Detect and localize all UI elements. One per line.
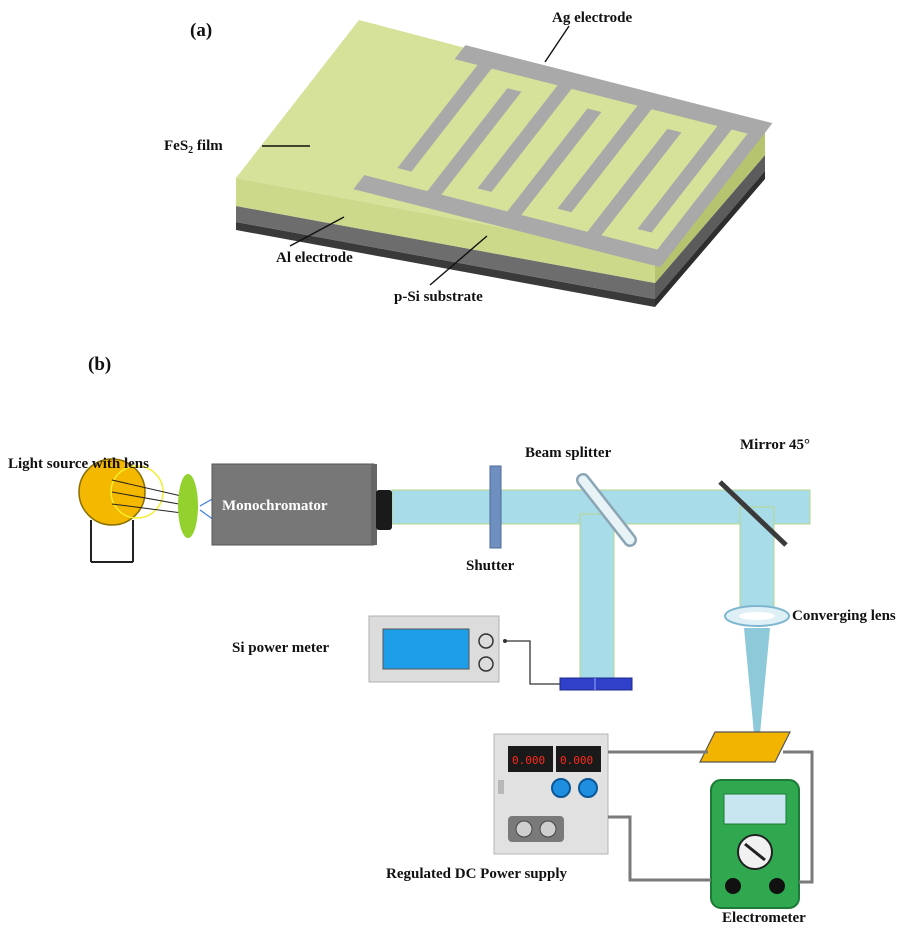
power-meter-detector <box>559 677 633 691</box>
panel-b-tag: (b) <box>88 354 111 375</box>
electrometer-port-left <box>725 878 741 894</box>
al-side <box>655 171 765 307</box>
dc-knob-left <box>551 778 571 798</box>
p-si-substrate-label: p-Si substrate <box>394 289 483 305</box>
monochromator: Monochromator <box>211 463 392 546</box>
dc-power-supply: 0.000 0.000 <box>493 733 609 855</box>
electrometer-screen <box>723 793 787 825</box>
converging-lens <box>724 605 790 627</box>
dc-knob-right <box>578 778 598 798</box>
power-meter-screen <box>382 628 470 670</box>
si-power-meter <box>368 615 560 685</box>
al-layer <box>236 222 655 307</box>
al-electrode-label: Al electrode <box>276 250 353 266</box>
substrate-layer <box>236 206 655 299</box>
ag-electrode-pattern <box>353 45 773 268</box>
fes2-film-label: FeS2 film <box>164 138 223 156</box>
si-power-meter-label: Si power meter <box>232 640 330 656</box>
power-meter-knob-bottom <box>478 656 494 672</box>
film-front-face <box>236 178 655 283</box>
converging-lens-label: Converging lens <box>792 608 896 624</box>
dc-power-supply-label: Regulated DC Power supply <box>386 866 567 882</box>
source-lens <box>178 474 198 538</box>
ag-electrode-label: Ag electrode <box>552 10 632 26</box>
wiring <box>608 750 814 884</box>
electrometer-label: Electrometer <box>722 910 806 926</box>
shutter-label: Shutter <box>466 558 515 574</box>
dc-display-right <box>556 746 601 772</box>
light-source-label: Light source with lens <box>8 456 149 472</box>
dc-display-right-value: 0.000 <box>560 754 593 767</box>
substrate-side <box>655 155 765 299</box>
sample-plate <box>699 731 791 763</box>
electrometer <box>710 779 800 909</box>
film-top <box>236 20 765 256</box>
mirror-45 <box>718 480 788 547</box>
dc-display-left <box>508 746 553 772</box>
panel-a-tag: (a) <box>190 20 212 41</box>
shutter <box>489 465 502 549</box>
power-meter-knob-top <box>478 633 494 649</box>
beam-splitter <box>576 473 637 547</box>
electrometer-port-right <box>769 878 785 894</box>
mirror-label: Mirror 45° <box>740 437 810 453</box>
monochromator-output-port <box>376 490 392 530</box>
dc-display-left-value: 0.000 <box>512 754 545 767</box>
device-schematic <box>236 20 773 307</box>
light-source <box>78 458 215 563</box>
monochromator-label: Monochromator <box>222 498 328 514</box>
beam-splitter-label: Beam splitter <box>525 445 612 461</box>
